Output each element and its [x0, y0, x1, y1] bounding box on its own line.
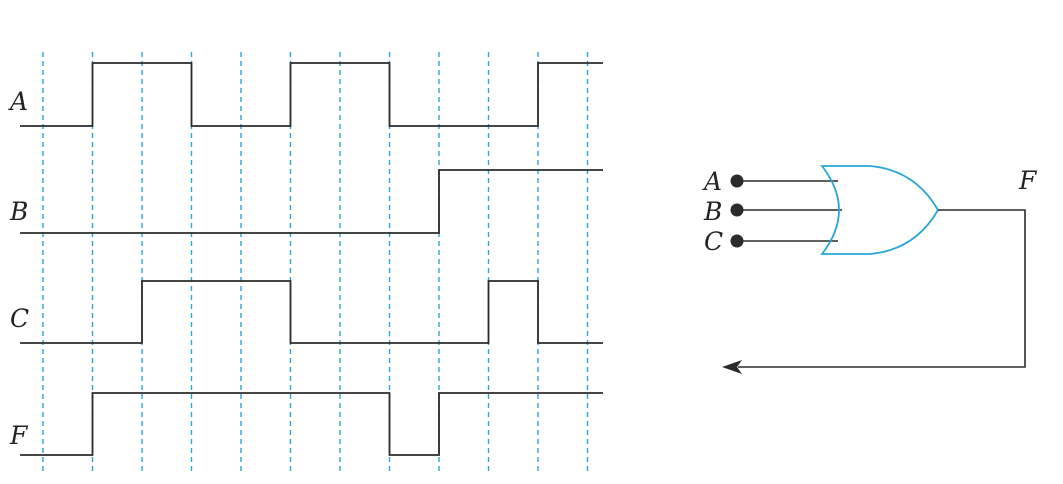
waveform-a — [20, 62, 603, 127]
feedback-wire — [738, 209, 1026, 368]
gate-input-label-b: B — [703, 197, 722, 226]
or-gate-circuit: A B C F — [702, 165, 1038, 374]
timing-grid — [42, 52, 589, 472]
signal-label-a: A — [8, 87, 28, 116]
signal-label-b: B — [9, 197, 28, 226]
or-gate-symbol — [820, 165, 940, 255]
signal-label-c: C — [10, 304, 29, 333]
waveform-f — [20, 392, 603, 456]
waveform-b — [20, 169, 603, 234]
waveform-c — [20, 280, 603, 344]
gate-input-label-c: C — [704, 227, 723, 256]
arrow-left-icon — [722, 360, 742, 374]
signal-labels: A B C F — [8, 87, 29, 450]
gate-output-label-f: F — [1018, 166, 1038, 195]
timing-waveforms — [20, 62, 603, 456]
signal-label-f: F — [9, 421, 29, 450]
gate-input-label-a: A — [702, 167, 722, 196]
